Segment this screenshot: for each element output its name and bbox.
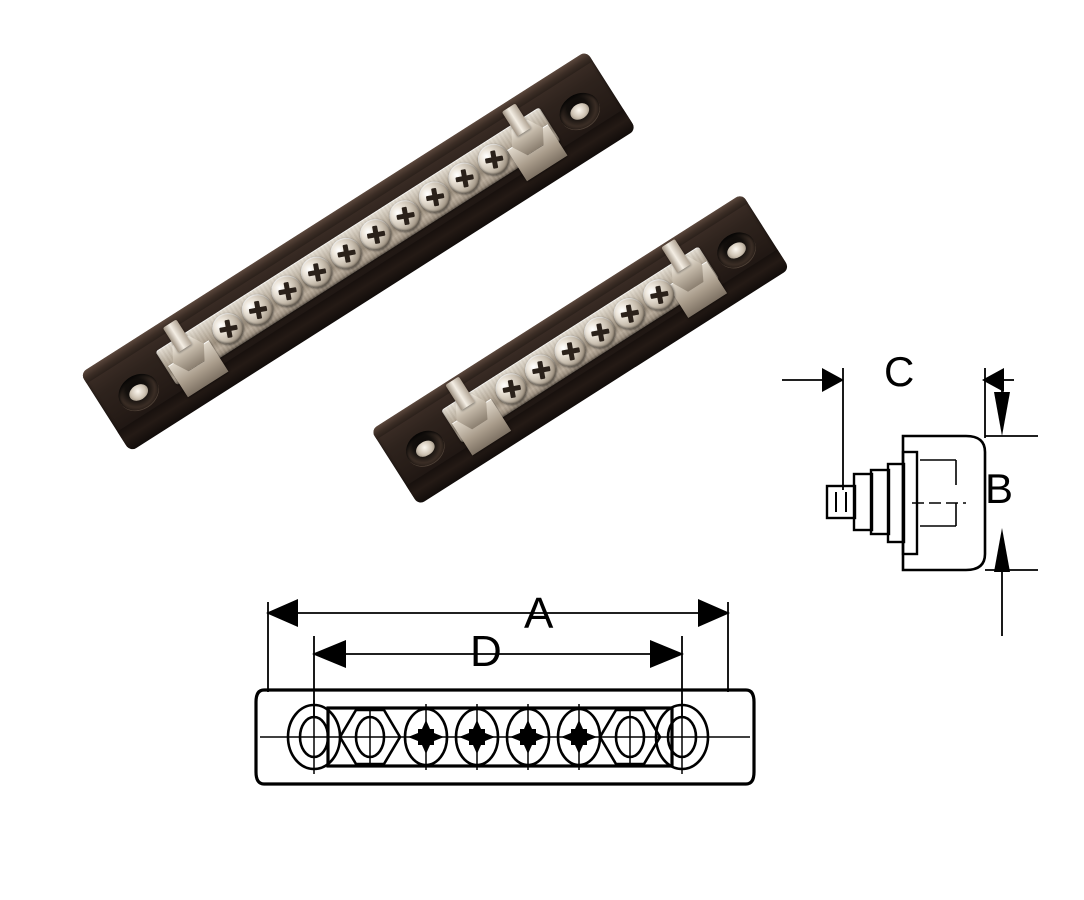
hex-nut-inner-profile xyxy=(852,472,874,532)
phillips-cross-recess xyxy=(561,720,597,754)
plastic-body-outline xyxy=(254,688,756,786)
c-arrow-right xyxy=(982,368,1004,392)
phillips-cross-recess-group xyxy=(408,720,597,754)
b-arrow-bottom xyxy=(994,528,1010,572)
phillips-cross-recess xyxy=(510,720,546,754)
a-arrow-right xyxy=(698,599,730,627)
dimension-label-b: B xyxy=(985,465,1014,512)
phillips-cross-recess xyxy=(408,720,444,754)
threaded-stud-profile xyxy=(825,484,857,520)
d-arrow-right xyxy=(650,640,684,668)
dimension-label-a: A xyxy=(524,589,554,638)
hex-nut-top-view xyxy=(338,708,402,766)
dimension-label-c: C xyxy=(884,348,915,395)
side-profile-drawing xyxy=(782,368,1038,636)
washer-profile xyxy=(886,462,906,544)
b-arrow-top xyxy=(994,392,1010,436)
hex-nut-outer-profile xyxy=(869,468,891,536)
molded-base-outline xyxy=(901,434,987,572)
top-view-drawing xyxy=(254,599,756,786)
phillips-cross-recess xyxy=(459,720,495,754)
mounting-hole-bore xyxy=(413,437,438,461)
c-arrow-left xyxy=(822,368,844,392)
mounting-hole-bore xyxy=(724,239,749,262)
a-arrow-left xyxy=(266,599,298,627)
mounting-hole-bore xyxy=(567,99,593,124)
dimension-label-d: D xyxy=(470,627,502,676)
d-arrow-left xyxy=(312,640,346,668)
mounting-hole-top-view xyxy=(654,700,710,774)
mounting-hole-bore xyxy=(126,380,152,405)
